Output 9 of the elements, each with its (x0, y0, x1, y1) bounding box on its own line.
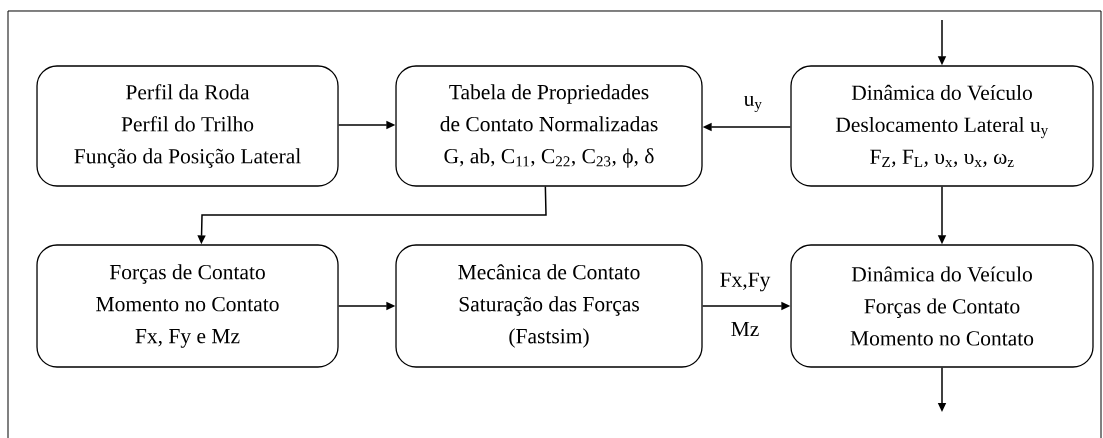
signal-label: Mz (729, 320, 761, 338)
process-box: Forças de Contato Momento no Contato Fx, Fy e Mz (36, 244, 339, 368)
process-box: Mecânica de Contato Saturação das Forças (Fastsim) (395, 244, 703, 368)
process-box: Dinâmica do Veículo Deslocamento Lateral u$_{y}$ F$_{Z}$, F$_{L}$, υ$_{x}$, υ$_{x}$, ω$_{z}$ (790, 65, 1094, 187)
process-box: Perfil da Roda Perfil do Trilho Função da Posição Lateral (36, 65, 339, 187)
edge-label: Fx,Fy (718, 271, 772, 293)
edge-label: u$_{y}$ (742, 94, 764, 114)
process-box: Dinâmica do Veículo Forças de Contato Momento no Contato (790, 244, 1094, 368)
process-box: Tabela de Propriedades de Contato Normalizadas G, ab, C$_{11}$, C$_{22}$, C$_{23}$, ϕ, δ (395, 65, 703, 187)
